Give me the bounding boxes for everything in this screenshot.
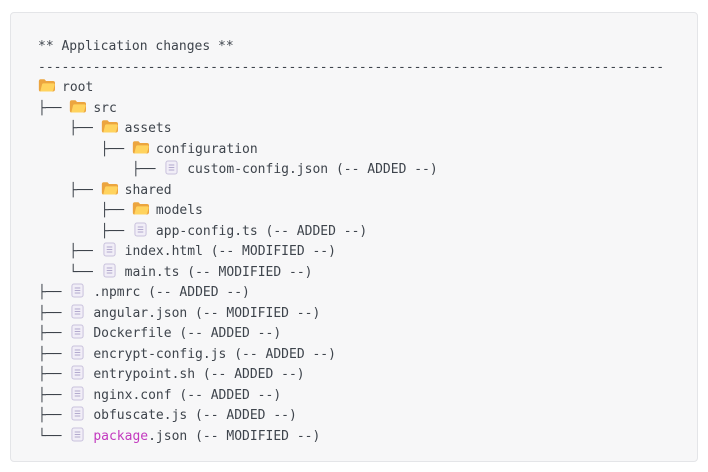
tree-branch: ├──	[38, 203, 132, 218]
tree-row: ├── shared	[38, 181, 677, 202]
tree-row: ├── src	[38, 99, 677, 120]
file-icon	[71, 365, 84, 380]
file-icon	[71, 283, 84, 298]
folder-icon	[69, 99, 86, 114]
tree-row: └── package.json (-- MODIFIED --)	[38, 427, 677, 448]
tree-row: ├── obfuscate.js (-- ADDED --)	[38, 406, 677, 427]
tree-branch: ├──	[38, 141, 132, 157]
tree-row: ├── models	[38, 201, 677, 222]
tree-branch: ├──	[38, 408, 70, 423]
file-icon	[71, 304, 84, 319]
tree-branch: ├──	[38, 387, 70, 403]
tree-branch: ├──	[38, 367, 70, 382]
tree-branch: ├──	[38, 162, 164, 177]
node-status: (-- ADDED --)	[171, 387, 282, 403]
file-icon	[165, 160, 178, 175]
node-name: app-config.ts	[155, 223, 258, 239]
tree-branch: ├──	[38, 121, 101, 136]
node-name: custom-config.json	[187, 162, 329, 177]
tree-row: ├── nginx.conf (-- ADDED --)	[38, 386, 677, 407]
folder-icon	[101, 119, 118, 134]
node-status: (-- ADDED --)	[187, 408, 297, 423]
tree-row: ├── configuration	[38, 140, 677, 161]
node-name: index.html	[124, 244, 203, 259]
node-name: main.ts	[124, 264, 180, 280]
tree-branch: ├──	[38, 244, 101, 259]
divider-line: ----------------------------------------…	[38, 59, 665, 75]
tree-row: ├── app-config.ts (-- ADDED --)	[38, 222, 677, 243]
node-name: Dockerfile	[93, 326, 172, 341]
node-name: root	[62, 80, 94, 95]
node-name: assets	[124, 121, 172, 136]
node-name: .json	[148, 428, 188, 444]
tree-row: ├── angular.json (-- MODIFIED --)	[38, 304, 677, 325]
node-name: entrypoint.sh	[93, 367, 196, 382]
tree-branch: ├──	[38, 182, 101, 198]
file-icon	[71, 386, 84, 401]
node-status: (-- ADDED --)	[195, 367, 305, 382]
tree-row: ├── encrypt-config.js (-- ADDED --)	[38, 345, 677, 366]
tree-row: ├── .npmrc (-- ADDED --)	[38, 283, 677, 304]
node-name: configuration	[155, 141, 258, 157]
node-status: (-- ADDED --)	[171, 326, 282, 341]
tree-branch: ├──	[38, 285, 70, 300]
node-status: (-- ADDED --)	[140, 285, 250, 300]
tree-row: ├── assets	[38, 119, 677, 140]
node-name-highlighted: package	[93, 428, 149, 444]
node-status: (-- MODIFIED --)	[187, 428, 321, 444]
node-name: nginx.conf	[93, 387, 172, 403]
node-status: (-- ADDED --)	[328, 162, 438, 177]
node-name: angular.json	[93, 305, 188, 321]
file-icon	[71, 324, 84, 339]
tree-branch: ├──	[38, 100, 70, 116]
file-icon	[71, 406, 84, 421]
node-name: models	[155, 203, 203, 218]
tree-row: ├── Dockerfile (-- ADDED --)	[38, 324, 677, 345]
tree-branch: ├──	[38, 305, 70, 321]
tree-row: root	[38, 78, 677, 99]
node-name: .npmrc	[93, 285, 141, 300]
tree-row: └── main.ts (-- MODIFIED --)	[38, 263, 677, 284]
node-name: shared	[124, 182, 172, 198]
tree-branch: └──	[38, 428, 70, 444]
tree-row: ├── index.html (-- MODIFIED --)	[38, 242, 677, 263]
node-status: (-- ADDED --)	[226, 346, 336, 362]
folder-icon	[38, 78, 55, 93]
node-status: (-- MODIFIED --)	[179, 264, 313, 280]
tree-row: ├── custom-config.json (-- ADDED --)	[38, 160, 677, 181]
node-status: (-- MODIFIED --)	[202, 244, 336, 259]
tree-row: ├── entrypoint.sh (-- ADDED --)	[38, 365, 677, 386]
file-icon	[71, 345, 84, 360]
application-changes-codeblock: ** Application changes ** --------------…	[10, 12, 698, 462]
tree-branch: ├──	[38, 346, 70, 362]
tree-branch: └──	[38, 264, 101, 280]
node-name: src	[93, 100, 117, 116]
node-name: encrypt-config.js	[93, 346, 227, 362]
folder-icon	[132, 140, 149, 155]
file-icon	[71, 427, 84, 442]
file-icon	[103, 263, 116, 278]
folder-icon	[101, 181, 118, 196]
file-icon	[103, 242, 116, 257]
tree-branch: ├──	[38, 223, 132, 239]
node-status: (-- MODIFIED --)	[187, 305, 321, 321]
file-icon	[134, 222, 147, 237]
node-name: obfuscate.js	[93, 408, 188, 423]
codeblock-header: ** Application changes **	[38, 39, 234, 54]
tree-branch: ├──	[38, 326, 70, 341]
node-status: (-- ADDED --)	[257, 223, 368, 239]
folder-icon	[132, 201, 149, 216]
